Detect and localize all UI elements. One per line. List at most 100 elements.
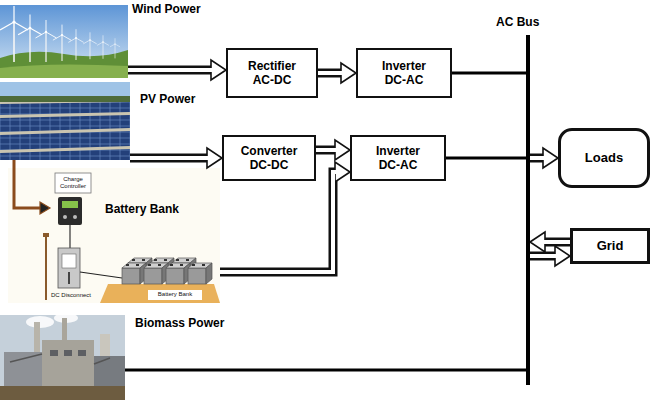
solar-farm-photo [0, 82, 130, 160]
process-box: Converter DC-DC [222, 135, 316, 181]
loads-box: Loads [558, 128, 650, 188]
battery-bank-illustration [62, 254, 76, 268]
battery-bank-illustration [43, 233, 49, 237]
grid-box: Grid [570, 228, 650, 264]
biomass-plant-photo [0, 386, 125, 400]
arrow-head [335, 140, 350, 160]
solar-farm-photo [0, 82, 130, 98]
node-label: Grid [597, 239, 624, 253]
biomass-plant-photo [10, 354, 110, 364]
process-box: Rectifier AC-DC [226, 48, 318, 98]
node-heading: Biomass Power [135, 316, 224, 330]
connector [452, 73, 526, 74]
wind-farm-photo [0, 5, 128, 78]
connector [14, 160, 50, 214]
solar-farm-photo [0, 149, 130, 160]
arrow-outline [220, 172, 335, 272]
charge-line [14, 160, 40, 208]
biomass-plant-photo [100, 334, 110, 358]
wind-farm-photo [68, 29, 83, 60]
biomass-plant-photo [0, 315, 125, 400]
arrow-inner [130, 156, 209, 160]
arrow-inner [316, 148, 337, 152]
process-box: Inverter DC-AC [356, 48, 452, 98]
biomass-plant-photo [34, 322, 40, 356]
biomass-plant-photo [50, 350, 58, 356]
arrow-head [40, 202, 50, 214]
biomass-power-source: Biomass Power [0, 315, 125, 400]
biomass-plant-photo [0, 313, 125, 400]
node-heading: PV Power [140, 92, 195, 106]
battery-bank-illustration [100, 284, 220, 303]
battery-bank-illustration [8, 168, 220, 303]
part-label: Charge Controller [55, 176, 91, 190]
wind-power-source: Wind Power [0, 5, 128, 78]
arrow-inner [318, 71, 343, 75]
connector [316, 140, 350, 160]
arrow-head [207, 148, 222, 168]
connector [130, 148, 222, 168]
wind-farm-photo [110, 38, 120, 58]
arrow-head [543, 148, 558, 168]
battery-bank-illustration [148, 290, 202, 300]
wind-farm-photo [0, 50, 128, 78]
biomass-plant-photo [42, 340, 94, 388]
arrow-head [211, 60, 226, 80]
battery-bank-illustration [8, 168, 220, 303]
battery-bank-illustration [55, 173, 91, 193]
solar-farm-photo [0, 131, 130, 150]
node-label: Rectifier AC-DC [240, 59, 304, 87]
node-heading: Wind Power [132, 2, 201, 16]
node-label: Inverter DC-AC [370, 59, 438, 87]
arrow-inner [220, 172, 337, 272]
connector [318, 63, 356, 83]
wind-farm-photo [83, 32, 96, 59]
wind-farm-photo [36, 20, 57, 62]
solar-farm-photo [0, 115, 130, 132]
node-label: Loads [585, 151, 623, 165]
arrow-head [341, 63, 356, 83]
part-label: Battery Bank [148, 291, 202, 298]
battery-bank-illustration [69, 225, 70, 248]
pv-power-source: PV Power [0, 82, 130, 160]
wind-farm-photo [0, 6, 28, 62]
battery-bank-illustration [63, 215, 67, 219]
part-label: DC Disconnect [48, 292, 94, 299]
bus-feeder-line [125, 369, 526, 372]
battery-bank-illustration [73, 215, 77, 219]
bus-feeder-line [452, 72, 526, 75]
battery-bank-illustration [68, 272, 70, 284]
biomass-plant-photo [94, 356, 125, 388]
arrow-inner [530, 156, 545, 160]
node-label: Converter DC-DC [236, 144, 302, 172]
connector [128, 60, 226, 80]
battery-bank-illustration [80, 272, 122, 278]
ac-bus-bar: AC Bus [526, 35, 530, 385]
wind-farm-photo [0, 5, 128, 78]
wind-farm-photo [0, 64, 128, 78]
node-heading: Battery Bank [105, 202, 179, 216]
biomass-plant-photo [64, 350, 72, 356]
battery-bank-illustration [122, 263, 146, 284]
solar-farm-photo [0, 82, 130, 160]
solar-farm-photo [0, 102, 130, 115]
battery-bank-illustration [166, 263, 190, 284]
connector [125, 370, 526, 371]
arrow-inner [543, 240, 570, 244]
arrow-head [335, 162, 350, 182]
biomass-plant-photo [78, 350, 86, 356]
connector [446, 158, 526, 159]
wind-farm-photo [18, 14, 42, 62]
wind-farm-photo [53, 25, 71, 61]
node-heading: AC Bus [496, 15, 539, 29]
battery-bank-illustration [58, 248, 80, 288]
battery-bank-illustration [62, 201, 78, 208]
battery-bank-illustration [45, 236, 47, 300]
arrow-head [555, 246, 570, 266]
connector [530, 232, 570, 266]
process-box: Inverter DC-AC [350, 135, 446, 181]
